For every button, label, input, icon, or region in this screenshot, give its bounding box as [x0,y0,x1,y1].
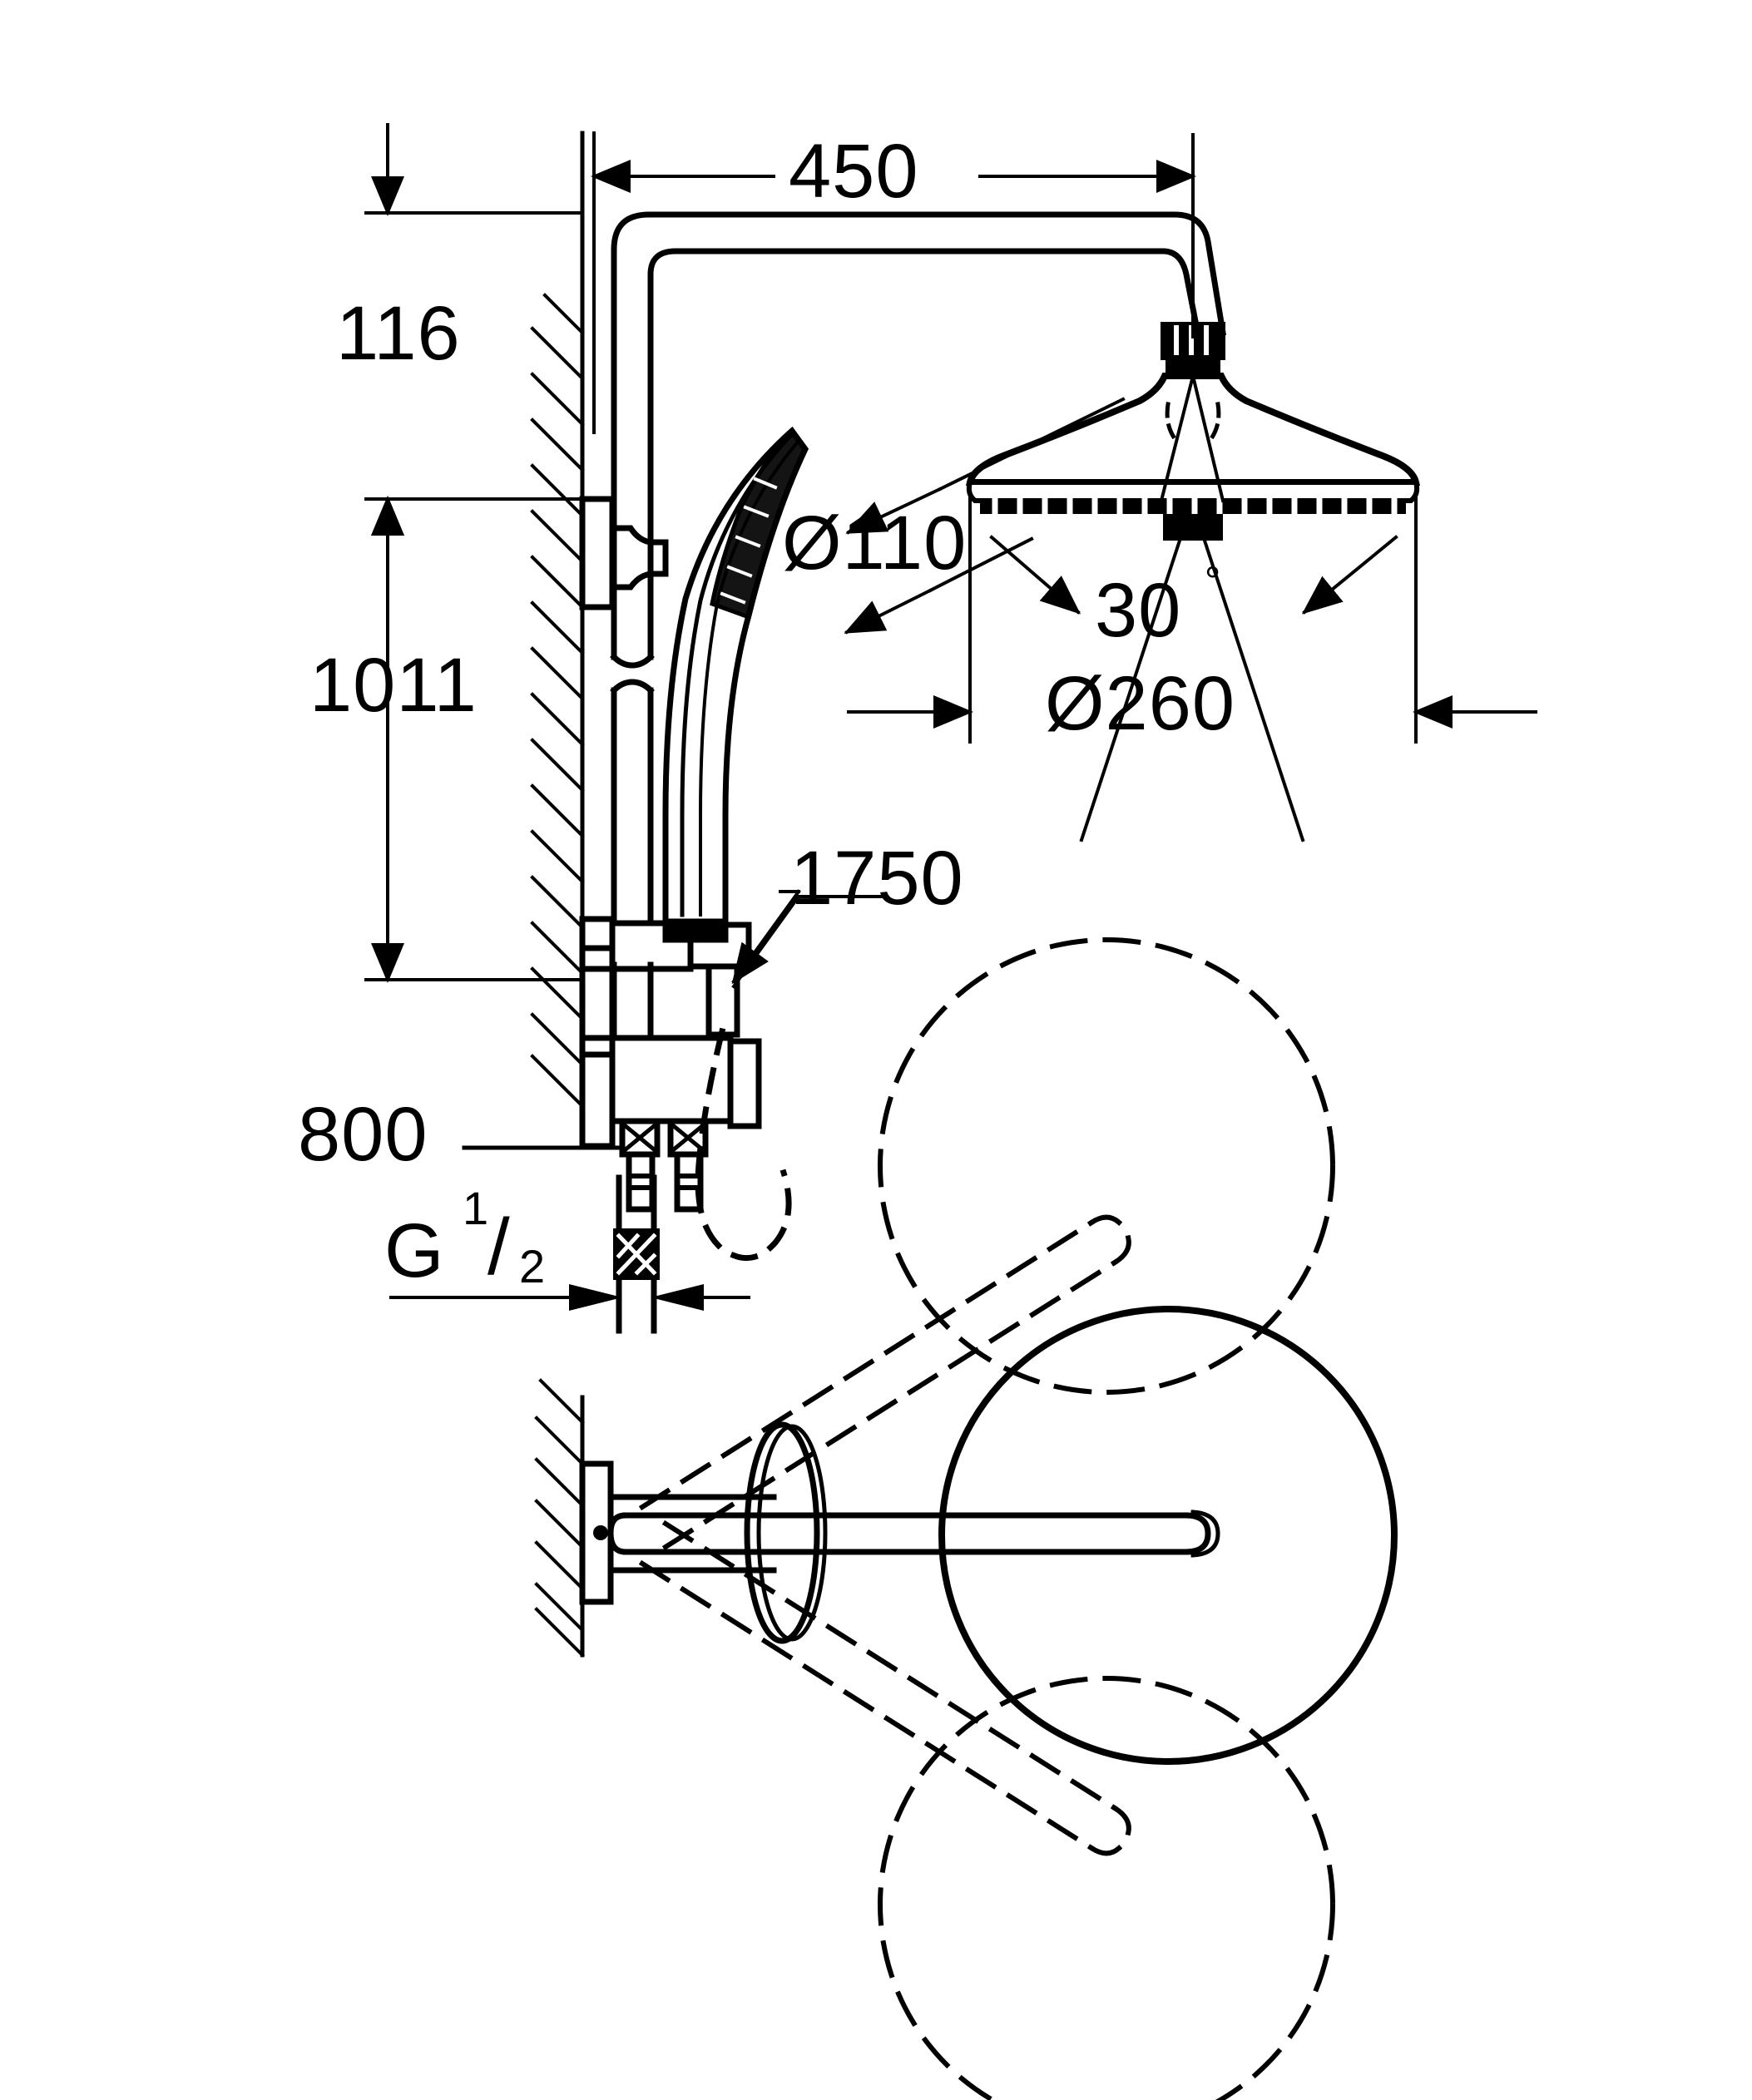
thread-label-slash: / [487,1203,511,1292]
dimension-dia-260 [847,494,1537,744]
dimension-label-450: 450 [789,129,919,214]
degree-symbol-icon: ° [1205,560,1222,604]
dimension-label-dia-260: Ø260 [1045,661,1236,746]
leader-1750 [731,889,883,989]
wall-plan [534,1378,585,1658]
rain-shower-head [966,322,1420,541]
dimension-label-30: 30 [1095,568,1182,653]
dimension-450 [591,131,1196,434]
plan-arm-swung-down [638,1519,1131,1856]
dimension-1011 [364,496,584,983]
plan-head-circle-lower [878,1676,1335,2100]
leader-30-deg [989,535,1398,615]
thread-label-g: G [384,1208,445,1293]
spray-cone-lines [1079,373,1305,842]
leader-dia-110 [844,397,1126,635]
riser-pipe [610,546,655,1041]
dimension-label-dia-110: Ø110 [782,501,968,586]
inlet-hose [613,1174,660,1334]
dimension-label-1011: 1011 [309,643,478,728]
dimension-label-800: 800 [298,1092,428,1177]
wall-elevation [530,131,585,1109]
thread-label-denominator: 2 [519,1240,547,1292]
hand-shower [662,426,809,943]
inlet-connectors [619,1118,709,1213]
plan-swivel-ellipse [744,1421,828,1644]
plan-escutcheon [579,1460,614,1605]
plan-head-circle-center [938,1306,1398,1765]
dimension-label-1750: 1750 [790,836,964,921]
shower-arm [611,211,1227,552]
plan-shower-arm [607,1494,1220,1574]
shower-hose [695,1027,792,1261]
plan-head-circle-upper [878,937,1335,1395]
thread-label-numerator: 1 [463,1182,490,1234]
upper-wall-bracket [579,496,669,610]
dimension-label-116: 116 [336,291,461,376]
plan-arm-swung-up [638,1214,1131,1551]
